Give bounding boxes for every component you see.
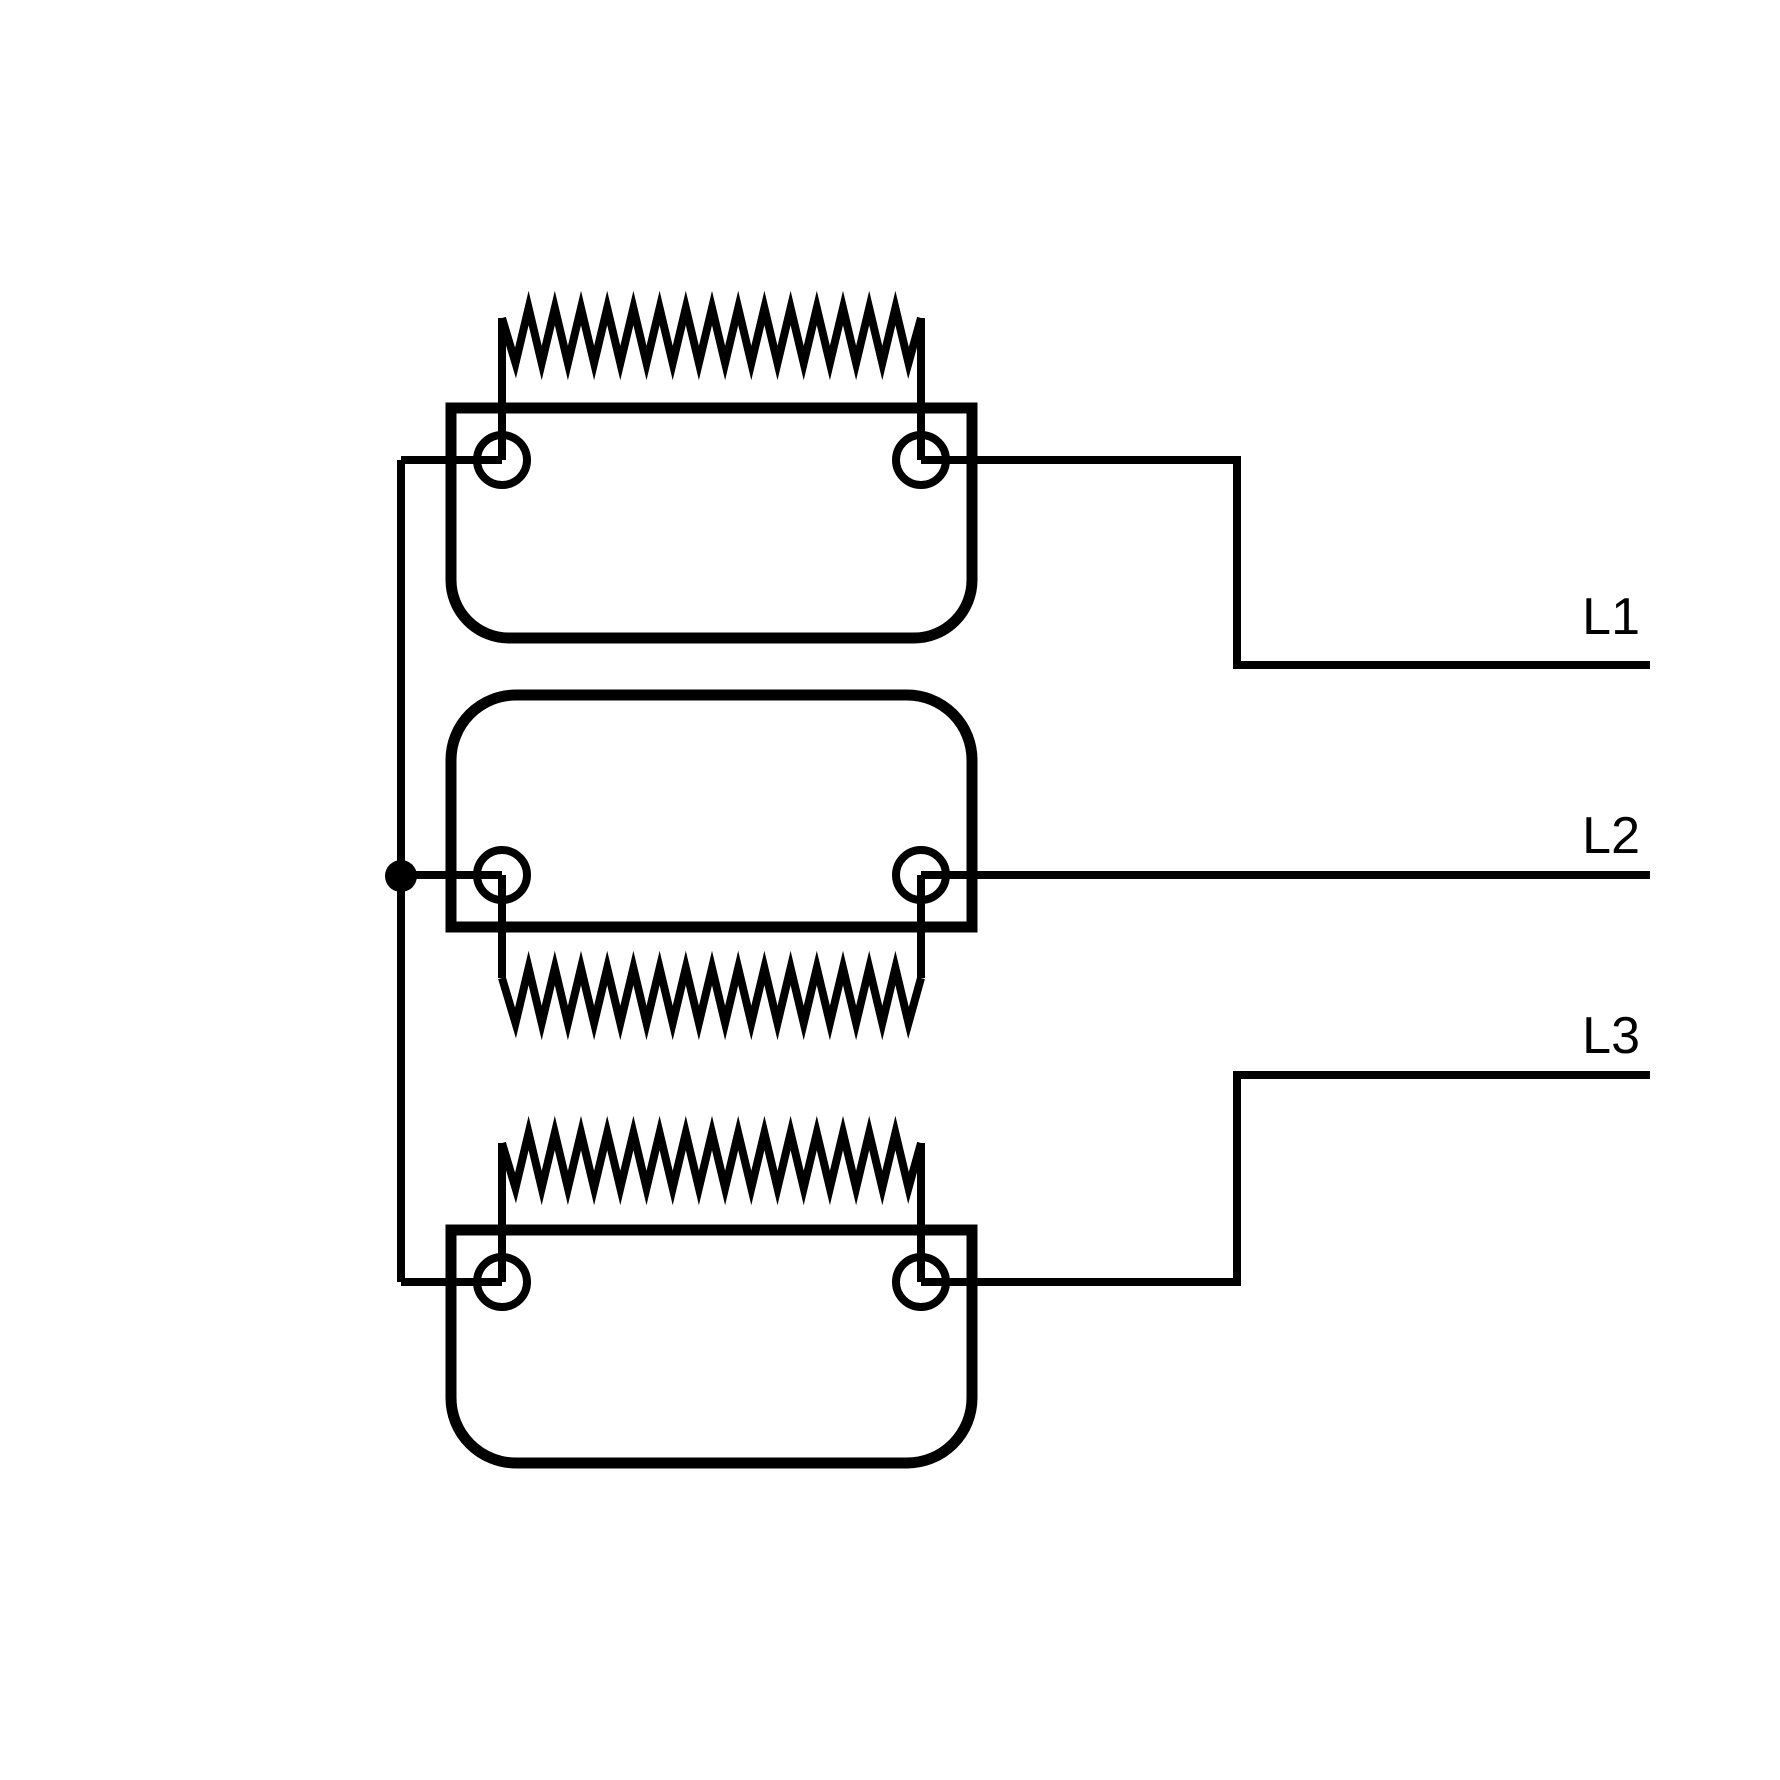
phase-line-l2: L2 <box>921 807 1650 879</box>
three-phase-winding-schematic: L1 L2 L3 <box>385 290 1650 1469</box>
line-label-l1: L1 <box>1582 588 1640 646</box>
winding-2-left-terminal-circle <box>473 846 531 904</box>
phase-line-l3: L3 <box>921 1007 1650 1286</box>
winding-1 <box>401 290 978 644</box>
line-label-l3: L3 <box>1582 1007 1640 1065</box>
winding-1-resistor-zigzag <box>498 290 925 381</box>
winding-3-body-outline <box>445 1224 978 1469</box>
winding-2-body-outline <box>445 689 978 933</box>
winding-2-resistor-zigzag <box>498 950 925 1041</box>
winding-3-resistor-zigzag <box>498 1115 925 1206</box>
winding-3 <box>401 1115 978 1469</box>
winding-2 <box>401 689 978 1041</box>
line-label-l2: L2 <box>1582 807 1640 865</box>
winding-1-left-terminal-circle <box>473 431 531 489</box>
winding-3-left-terminal-circle <box>473 1253 531 1311</box>
phase-line-l3-wire <box>921 1071 1650 1286</box>
phase-line-l1-wire <box>921 456 1650 669</box>
winding-1-body-outline <box>445 402 978 644</box>
phase-line-l1: L1 <box>921 456 1650 669</box>
